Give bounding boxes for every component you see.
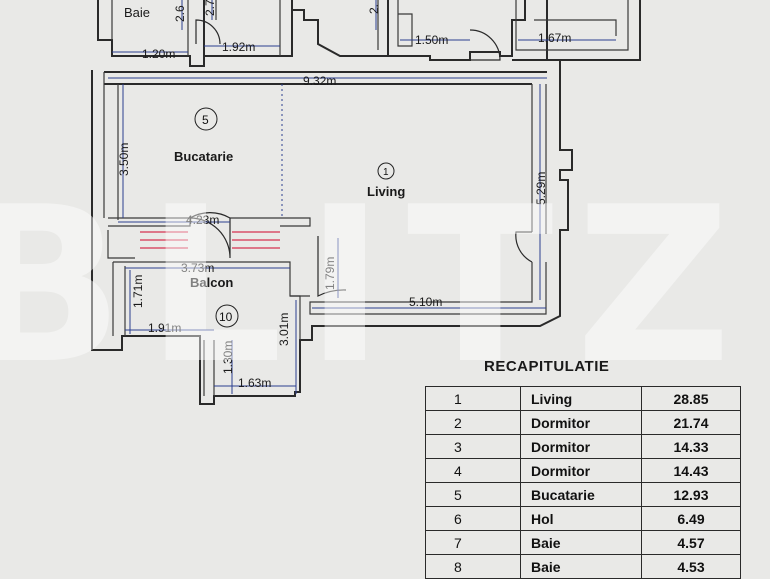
room-label-balcon: Balcon [190,275,233,290]
dim-3-73: 3.73m [181,261,214,275]
recap-cell-nr: 4 [425,458,521,483]
balcony-windows [140,231,280,249]
dim-1-67: 1.67m [538,31,571,45]
dim-2-7: 2.7 [203,0,217,16]
walls [91,0,641,405]
room-label-living: Living [367,184,405,199]
room-number-10: 10 [219,310,233,324]
recap-cell-name: Baie [520,530,642,555]
recap-cell-area: 12.93 [641,482,741,507]
recap-cell-nr: 5 [425,482,521,507]
room-label-baie: Baie [124,5,150,20]
recap-cell-name: Dormitor [520,458,642,483]
dim-2-top: 2. [367,4,381,14]
recap-cell-name: Baie [520,554,642,579]
watermark: BLITZ [0,160,753,411]
recap-cell-name: Dormitor [520,410,642,435]
recap-cell-area: 6.49 [641,506,741,531]
dim-3-01: 3.01m [277,313,291,346]
dim-5-10: 5.10m [409,295,442,309]
dim-9-32: 9.32m [303,74,336,88]
recap-cell-name: Dormitor [520,434,642,459]
recap-cell-area: 21.74 [641,410,741,435]
recap-cell-area: 14.43 [641,458,741,483]
room-number-5: 5 [202,113,209,127]
dim-2-6: 2.6 [173,5,187,22]
dim-3-50: 3.50m [117,143,131,176]
recap-cell-area: 14.33 [641,434,741,459]
dim-1-20: 1.20m [142,47,175,61]
dim-1-92: 1.92m [222,40,255,54]
recap-cell-name: Bucatarie [520,482,642,507]
recap-cell-nr: 6 [425,506,521,531]
recap-cell-area: 4.53 [641,554,741,579]
dim-1-63: 1.63m [238,376,271,390]
dim-1-71: 1.71m [131,275,145,308]
recap-cell-nr: 1 [425,386,521,411]
room-label-bucatarie: Bucatarie [174,149,233,164]
dim-1-50: 1.50m [415,33,448,47]
recap-cell-nr: 8 [425,554,521,579]
recap-cell-area: 4.57 [641,530,741,555]
room-labels: Baie Bucatarie Living Balcon [124,5,405,290]
dim-5-29: 5.29m [534,172,548,205]
recap-title: RECAPITULATIE [484,358,610,375]
dimension-lines [108,0,616,394]
doors [189,19,533,297]
dimension-labels: 9.32m 1.20m 1.92m 1.50m 1.67m 2.6 2.7 2.… [117,0,571,390]
recap-cell-nr: 2 [425,410,521,435]
dim-1-79: 1.79m [323,257,337,290]
dim-4-23: 4.23m [186,213,219,227]
dim-1-30: 1.30m [221,341,235,374]
recap-cell-name: Living [520,386,642,411]
room-number-1: 1 [383,167,389,178]
recap-cell-name: Hol [520,506,642,531]
recap-cell-nr: 7 [425,530,521,555]
room-markers: 5 1 10 [194,107,395,328]
dim-1-91: 1.91m [148,321,181,335]
recap-cell-area: 28.85 [641,386,741,411]
recap-cell-nr: 3 [425,434,521,459]
